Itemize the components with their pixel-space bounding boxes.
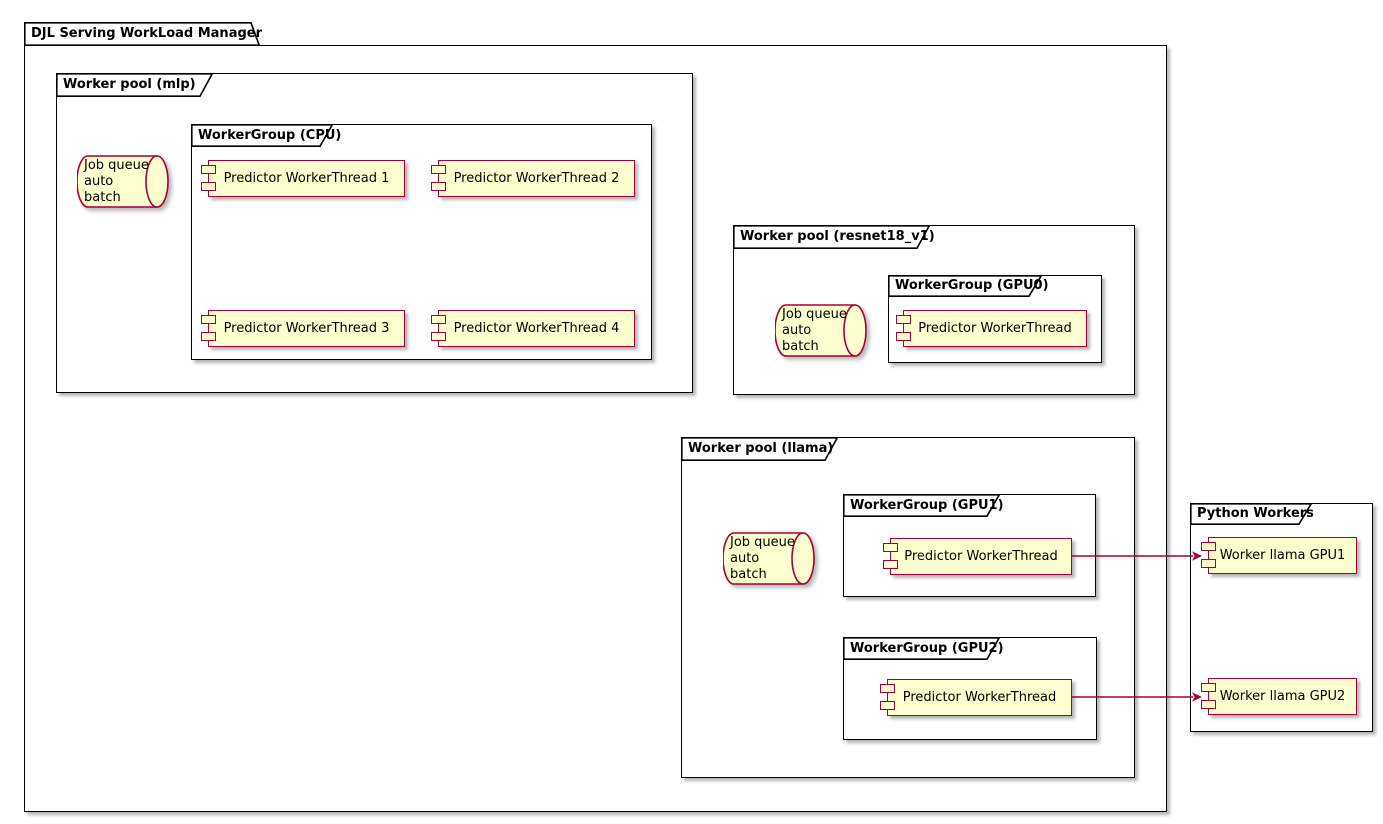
component-port-icon: [1201, 683, 1216, 692]
job-queue-label: Job queue auto batch: [782, 304, 852, 357]
component-label: Predictor WorkerThread 1: [223, 171, 390, 186]
job-queue-resnet: Job queue auto batch: [775, 304, 867, 357]
component-port-icon: [201, 182, 216, 191]
component-port-icon: [431, 182, 446, 191]
frame-title-workergroup-gpu0: WorkerGroup (GPU0): [895, 278, 1049, 293]
frame-title-workergroup-cpu: WorkerGroup (CPU): [198, 128, 342, 143]
job-queue-mlp: Job queue auto batch: [77, 155, 169, 208]
component-predictor-workerthread-2: Predictor WorkerThread 2: [431, 160, 635, 197]
frame-tab-shape: [733, 225, 931, 250]
frame-tab-shape: [1190, 503, 1313, 526]
component-label: Worker llama GPU2: [1219, 689, 1346, 704]
frame-title-python-workers: Python Workers: [1197, 506, 1314, 521]
job-queue-label: Job queue auto batch: [84, 155, 154, 208]
frame-tab-shape: [681, 437, 839, 462]
component-port-icon: [1201, 542, 1216, 551]
frame-tab-shape: [888, 275, 1043, 298]
frame-title-workergroup-gpu2: WorkerGroup (GPU2): [850, 641, 1004, 656]
frame-title-workergroup-gpu1: WorkerGroup (GPU1): [850, 498, 1004, 513]
component-predictor-workerthread-gpu0: Predictor WorkerThread: [896, 310, 1087, 347]
job-queue-label-line2: auto batch: [782, 322, 819, 354]
frame-tab-shape: [56, 73, 214, 98]
job-queue-label-line1: Job queue: [84, 157, 149, 173]
component-port-icon: [880, 701, 895, 710]
component-port-icon: [896, 315, 911, 324]
component-label: Predictor WorkerThread 2: [453, 171, 620, 186]
component-label: Predictor WorkerThread: [902, 690, 1057, 705]
queue-cylinder-icon: [723, 532, 815, 585]
job-queue-label-line1: Job queue: [782, 306, 847, 322]
component-port-icon: [896, 332, 911, 341]
component-label: Predictor WorkerThread 4: [453, 321, 620, 336]
component-port-icon: [201, 165, 216, 174]
frame-tab-shape: [843, 637, 1001, 661]
component-port-icon: [883, 543, 898, 552]
frame-tab-shape: [24, 22, 261, 47]
job-queue-label-line1: Job queue: [730, 534, 795, 550]
component-port-icon: [431, 165, 446, 174]
job-queue-label-line2: auto batch: [84, 173, 121, 205]
component-label: Predictor WorkerThread: [904, 549, 1058, 564]
component-port-icon: [201, 332, 216, 341]
frame-tab-shape: [191, 124, 334, 148]
component-port-icon: [1201, 700, 1216, 709]
job-queue-label-line2: auto batch: [730, 550, 767, 582]
component-label: Predictor WorkerThread 3: [223, 321, 390, 336]
component-port-icon: [883, 560, 898, 569]
frame-title-worker-pool-llama: Worker pool (llama): [688, 441, 834, 456]
component-port-icon: [1201, 559, 1216, 568]
job-queue-llama: Job queue auto batch: [723, 532, 815, 585]
component-predictor-workerthread-gpu1: Predictor WorkerThread: [883, 538, 1072, 575]
frame-title-worker-pool-resnet: Worker pool (resnet18_v1): [740, 229, 935, 244]
component-worker-llama-gpu1: Worker llama GPU1: [1201, 537, 1357, 574]
component-predictor-workerthread-3: Predictor WorkerThread 3: [201, 310, 405, 347]
frame-title-worker-pool-mlp: Worker pool (mlp): [63, 77, 196, 92]
component-predictor-workerthread-4: Predictor WorkerThread 4: [431, 310, 635, 347]
component-port-icon: [431, 315, 446, 324]
queue-cylinder-icon: [77, 155, 169, 208]
component-port-icon: [880, 684, 895, 693]
component-port-icon: [201, 315, 216, 324]
frame-tab-shape: [843, 494, 1001, 518]
queue-cylinder-icon: [775, 304, 867, 357]
component-port-icon: [431, 332, 446, 341]
component-label: Predictor WorkerThread: [918, 321, 1072, 336]
component-predictor-workerthread-1: Predictor WorkerThread 1: [201, 160, 405, 197]
job-queue-label: Job queue auto batch: [730, 532, 800, 585]
frame-title-djl: DJL Serving WorkLoad Manager: [31, 26, 262, 41]
component-worker-llama-gpu2: Worker llama GPU2: [1201, 678, 1357, 715]
component-predictor-workerthread-gpu2: Predictor WorkerThread: [880, 679, 1072, 716]
component-label: Worker llama GPU1: [1219, 548, 1346, 563]
